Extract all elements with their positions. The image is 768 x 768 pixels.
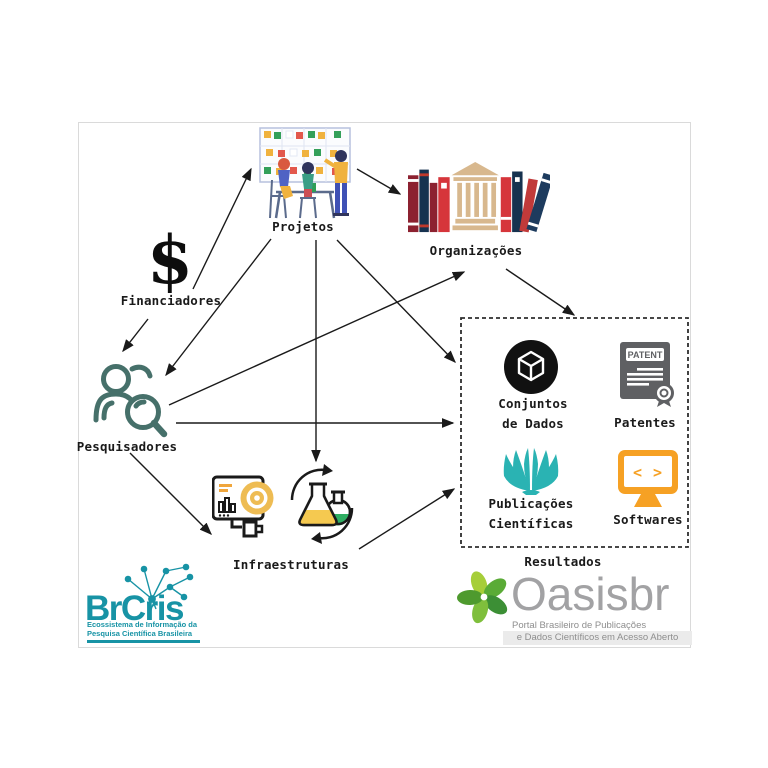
diagram-canvas <box>78 122 691 648</box>
financiadores-label: Financiadores <box>120 293 222 308</box>
dollar-sign-icon: $ <box>147 221 193 299</box>
oasisbr-tagline-line2: e Dados Científicos em Acesso Aberto <box>503 631 692 645</box>
brcris-logo-text: BrCris <box>85 589 184 628</box>
softwares-label: Softwares <box>613 512 683 527</box>
arrow-projetos-to-pesquisadores <box>165 238 272 377</box>
patentes-label: Patentes <box>614 415 676 430</box>
arrow-organizacoes-to-resultados <box>505 268 576 316</box>
arrow-projetos-to-resultados <box>336 239 456 364</box>
person-magnifier-icon <box>93 364 168 438</box>
open-book-icon <box>503 448 559 495</box>
person-sitting-left <box>269 158 293 219</box>
oasisbr-tagline-line1: Portal Brasileiro de Publicações <box>512 620 647 631</box>
arrow-pesquisadores-to-infraestruturas <box>129 452 212 535</box>
brcris-underline-bar <box>87 640 200 643</box>
resultados-label: Resultados <box>524 554 602 569</box>
patent-document-seal-icon: PATENT <box>620 342 674 407</box>
library-books-building-icon <box>408 162 550 233</box>
person-standing-right <box>323 150 349 216</box>
arrow-projetos-to-organizacoes <box>356 168 402 195</box>
projetos-label: Projetos <box>272 219 334 234</box>
brcris-network-icon <box>124 563 194 610</box>
conjuntos-de-dados-label: Conjuntos de Dados <box>453 394 613 434</box>
team-planning-board-illustration <box>259 127 351 219</box>
code-glyph: < > <box>633 464 663 482</box>
arrow-infraestruturas-to-resultados <box>358 488 456 550</box>
brcris-tagline-line2: Pesquisa Científica Brasileira <box>87 628 193 638</box>
lab-flasks-cycle-icon <box>290 464 354 544</box>
brcris-tagline: Ecossistema de Informação da Pesquisa Ci… <box>87 620 217 638</box>
oasisbr-flower-icon <box>457 571 508 624</box>
dataset-cube-icon <box>504 340 558 394</box>
patent-stamp-text: PATENT <box>628 350 663 360</box>
building-icon <box>451 162 499 231</box>
conjuntos-line2: de Dados <box>502 416 564 431</box>
organizacoes-label: Organizações <box>429 243 523 258</box>
resultados-dashed-box <box>460 317 689 548</box>
oasisbr-logo-text: Oasisbr <box>511 568 670 620</box>
brcris-tagline-line1: Ecossistema de Informação da <box>87 620 198 629</box>
code-monitor-icon: < > <box>618 450 678 507</box>
conjuntos-line1: Conjuntos <box>498 396 568 411</box>
pesquisadores-label: Pesquisadores <box>76 439 178 454</box>
publicacoes-line2: Científicas <box>488 516 574 531</box>
monitor-data-disc-icon <box>212 475 274 538</box>
publicacoes-line1: Publicações <box>488 496 574 511</box>
infraestruturas-label: Infraestruturas <box>233 557 349 572</box>
arrow-financiadores-to-projetos <box>192 167 252 290</box>
publicacoes-cientificas-label: Publicações Científicas <box>451 494 611 534</box>
arrow-pesquisadores-to-organizacoes <box>168 271 466 406</box>
arrow-financiadores-to-pesquisadores <box>122 318 149 353</box>
person-sitting-middle <box>299 162 317 219</box>
